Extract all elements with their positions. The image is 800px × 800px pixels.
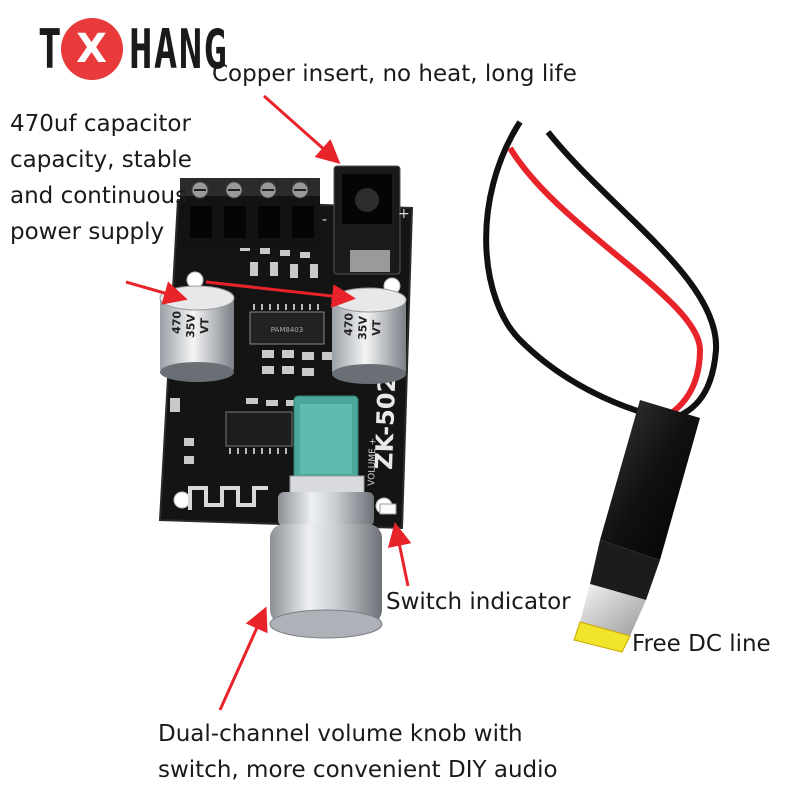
brand-letters-hang: HANG: [128, 17, 228, 81]
svg-text:470: 470: [342, 312, 356, 336]
brand-letter-t: T: [38, 17, 63, 81]
switch-indicator-led: [379, 503, 397, 515]
terminal-block: [180, 178, 320, 248]
capacitor-caption-line-2: capacity, stable: [10, 147, 192, 173]
dc-cable: [483, 120, 720, 653]
volume-knob: [269, 492, 383, 639]
free-dc-line-caption: Free DC line: [632, 631, 771, 657]
capacitor-right: 470 35V VT: [331, 287, 407, 384]
brand-logo: T X HANG: [38, 14, 267, 84]
annotation-arrows: [125, 94, 412, 711]
capacitor-caption-line-1: 470uf capacitor: [10, 111, 191, 137]
svg-text:-: -: [322, 212, 327, 228]
brand-circle-x: X: [60, 18, 123, 80]
svg-text:VT: VT: [198, 317, 212, 334]
svg-text:35V: 35V: [184, 313, 198, 338]
capacitor-caption-line-3: and continuous: [10, 183, 188, 209]
dc-jack: - +: [322, 165, 410, 275]
svg-text:+: +: [398, 206, 410, 222]
knob-caption-line-1: Dual-channel volume knob with: [158, 721, 523, 747]
knob-caption-line-2: switch, more convenient DIY audio: [158, 757, 558, 783]
svg-text:VT: VT: [370, 319, 384, 336]
switch-indicator-caption: Switch indicator: [386, 589, 571, 615]
svg-text:470: 470: [170, 310, 184, 334]
chip-marking: PAM8403: [271, 326, 303, 334]
capacitor-caption-line-4: power supply: [10, 219, 165, 245]
volume-silkscreen: VOLUME +: [367, 438, 379, 486]
svg-text:35V: 35V: [356, 315, 370, 340]
capacitor-left: 470 35V VT: [159, 285, 235, 382]
volume-potentiometer: [289, 395, 365, 497]
copper-insert-caption: Copper insert, no heat, long life: [212, 61, 577, 87]
